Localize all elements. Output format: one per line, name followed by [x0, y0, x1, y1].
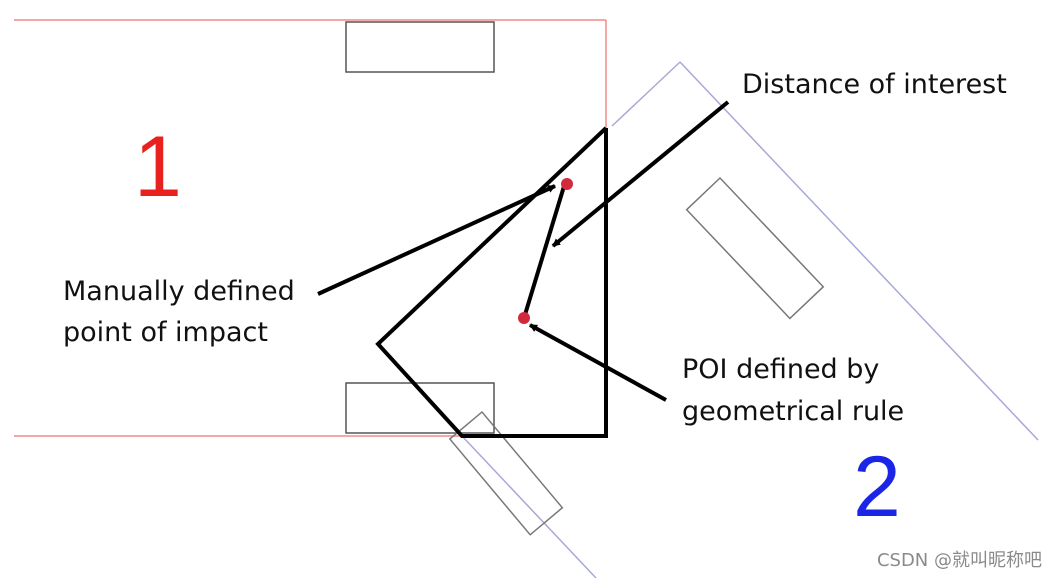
vehicle-2-wheel-front [685, 176, 825, 320]
label-manual-poi-line1: Manually defined [63, 276, 295, 307]
vehicle-1-number: 1 [134, 119, 182, 215]
distance-line [522, 182, 567, 319]
vehicle-1-wheel-top [345, 21, 495, 73]
vehicle-1-wheel-bottom [345, 382, 495, 434]
arrow-manual-poi [317, 184, 556, 296]
label-distance-of-interest: Distance of interest [742, 69, 1007, 100]
arrow-distance-of-interest [551, 100, 730, 248]
vehicle-2-wheel-rear [448, 410, 564, 536]
overlap-area-outline [375, 126, 608, 438]
vehicle-2-number: 2 [853, 439, 901, 535]
vehicle-1-outline [14, 19, 607, 437]
manual-poi-marker [561, 178, 573, 190]
label-manual-poi-line2: point of impact [63, 317, 268, 348]
vehicle-2-outline [461, 61, 1039, 578]
watermark-text: CSDN @就叫昵称吧 [876, 550, 1042, 571]
geometric-poi-marker [518, 312, 530, 324]
label-geometric-poi-line1: POI defined by [682, 354, 880, 385]
label-geometric-poi-line2: geometrical rule [682, 396, 905, 427]
arrow-geometric-poi [529, 323, 667, 402]
